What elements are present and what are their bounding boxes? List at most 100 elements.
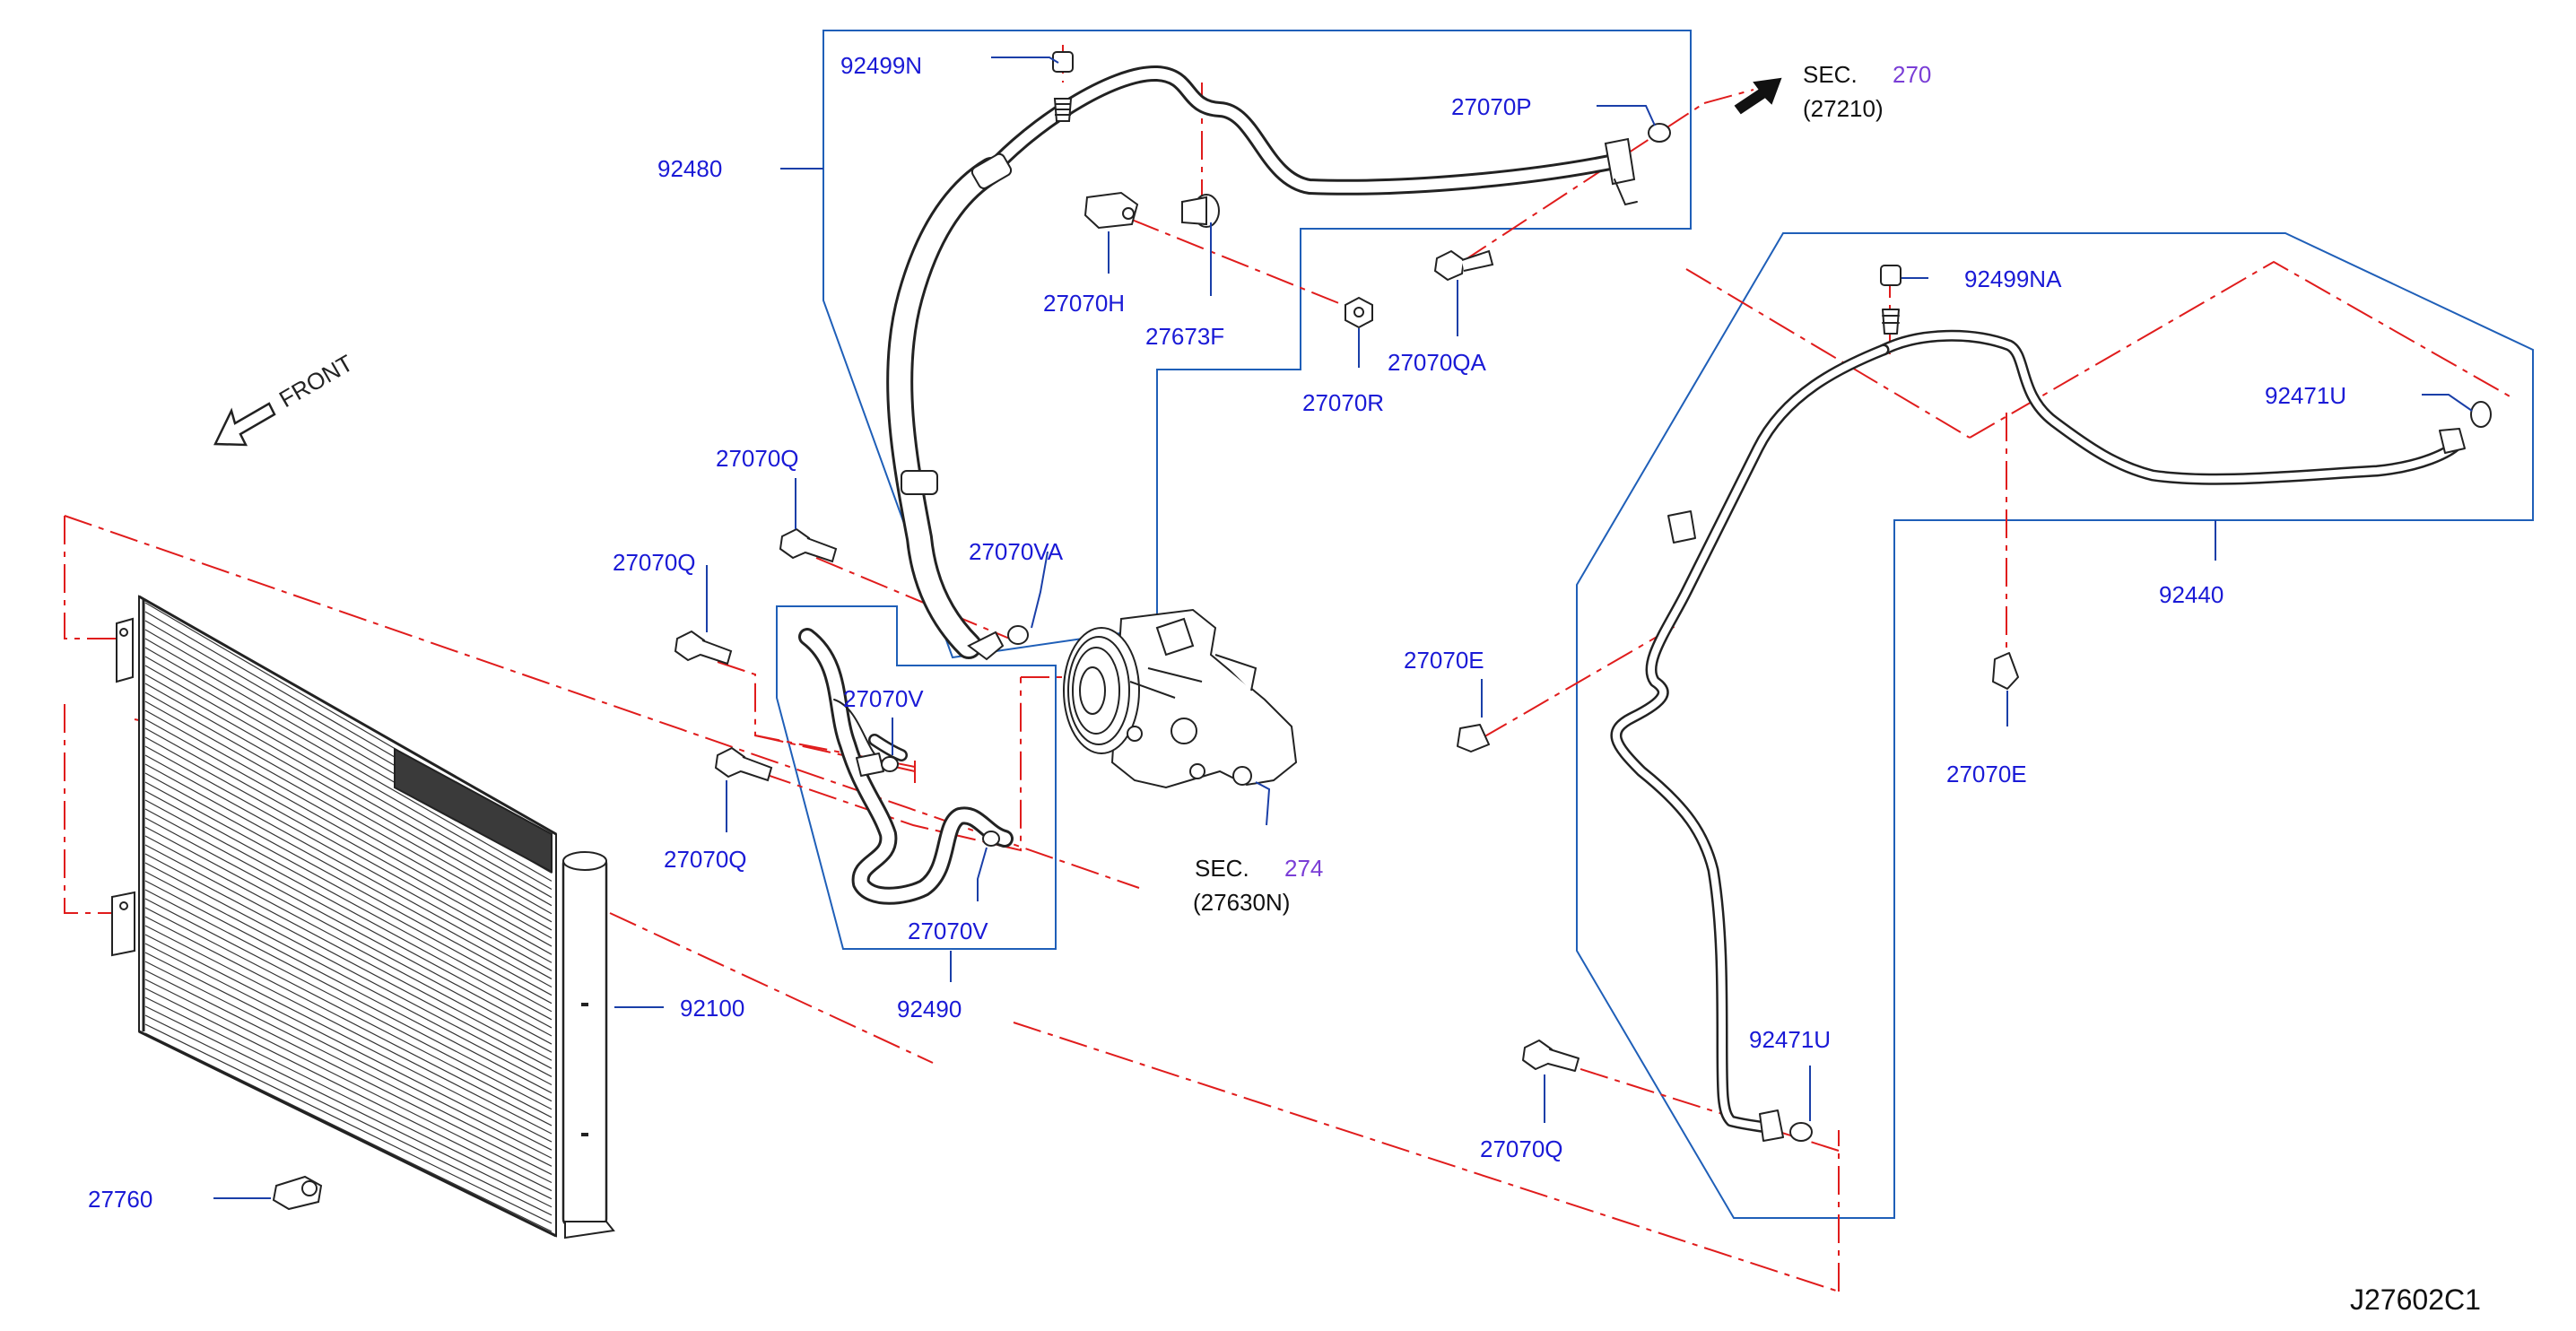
condenser-fin — [144, 808, 553, 1029]
condenser-fin — [144, 826, 553, 1045]
condenser-fin — [144, 871, 553, 1086]
label-92480[interactable]: 92480 — [657, 155, 722, 182]
condenser-fin — [144, 970, 553, 1175]
bolt-27070Q-4[interactable] — [1522, 1040, 1580, 1072]
valve-cap-92499NA[interactable] — [1880, 265, 1902, 286]
label-92471U-bottom[interactable]: 92471U — [1749, 1026, 1831, 1053]
condenser-fin — [144, 799, 553, 1021]
clip-27070E-right[interactable] — [1992, 652, 2019, 690]
o-ring-27673F[interactable] — [1181, 194, 1220, 228]
condenser-fin — [144, 727, 553, 955]
sec270-number[interactable]: 270 — [1893, 61, 1931, 88]
condenser-fin — [144, 1023, 553, 1224]
condenser-fin — [144, 647, 553, 882]
label-92471U-top[interactable]: 92471U — [2265, 382, 2346, 409]
condenser-fin — [144, 772, 553, 996]
condenser-fin — [144, 925, 553, 1135]
condenser-fin — [144, 880, 553, 1094]
label-27070Q-4[interactable]: 27070Q — [1480, 1135, 1563, 1162]
condenser-fin — [144, 736, 553, 963]
hose-92480[interactable] — [886, 65, 1638, 661]
condenser-fin — [144, 1005, 553, 1208]
bolt-27070QA[interactable] — [1433, 249, 1494, 282]
label-27070H[interactable]: 27070H — [1043, 290, 1125, 317]
bracket-lower — [111, 891, 135, 957]
section-ref-274[interactable]: SEC. 274 (27630N) — [1193, 855, 1323, 916]
label-27070Q-2[interactable]: 27070Q — [613, 549, 696, 576]
label-27760[interactable]: 27760 — [88, 1186, 152, 1213]
label-27070E-left[interactable]: 27070E — [1404, 647, 1484, 674]
bolt-27070Q-2[interactable] — [674, 630, 733, 666]
condenser-fin — [144, 996, 553, 1200]
condenser-fin — [144, 952, 553, 1159]
condenser-fin — [144, 862, 553, 1077]
condenser-fin — [144, 889, 553, 1102]
pipe-92440[interactable] — [1457, 265, 2492, 1142]
sec270-sub: (27210) — [1803, 95, 1884, 122]
sec274-number[interactable]: 274 — [1284, 855, 1323, 882]
bolt-27070Q-1[interactable] — [779, 527, 838, 563]
condenser-core — [138, 595, 557, 1238]
label-27070VA[interactable]: 27070VA — [969, 538, 1064, 565]
condenser-fin — [144, 898, 553, 1110]
compressor-sec274[interactable] — [1063, 608, 1298, 789]
sec274-sub: (27630N) — [1193, 889, 1290, 916]
o-ring-92471U-top[interactable] — [2470, 401, 2492, 428]
condenser-fin — [144, 790, 553, 1013]
o-ring-27070V-1[interactable] — [881, 756, 899, 772]
label-27070Q-3[interactable]: 27070Q — [664, 846, 747, 873]
label-27673F[interactable]: 27673F — [1145, 323, 1224, 350]
pipe-92440-outline — [1576, 232, 2534, 1219]
hardware-upper — [1052, 51, 1782, 329]
nut-27070R[interactable] — [1345, 296, 1373, 329]
o-ring-92471U-bottom[interactable] — [1789, 1122, 1813, 1142]
bolt-27070Q-3[interactable] — [714, 746, 773, 782]
front-label: FRONT — [274, 349, 358, 413]
label-27070Q-1[interactable]: 27070Q — [716, 445, 799, 472]
condenser-fin — [144, 979, 553, 1184]
condenser-fin — [144, 674, 553, 907]
label-27070V-2[interactable]: 27070V — [908, 918, 988, 944]
label-27070V-1[interactable]: 27070V — [843, 685, 924, 712]
front-indicator: FRONT — [213, 349, 358, 447]
section-ref-270[interactable]: SEC. 270 (27210) — [1803, 61, 1931, 122]
connector-27070H[interactable] — [1083, 191, 1139, 230]
clip-27070E-left[interactable] — [1457, 724, 1490, 752]
label-92499N[interactable]: 92499N — [840, 52, 922, 79]
condenser-fin — [144, 853, 553, 1069]
label-92499NA[interactable]: 92499NA — [1964, 265, 2062, 292]
sensor-27760[interactable] — [272, 1175, 323, 1211]
condenser-fin — [144, 943, 553, 1151]
condenser-92100[interactable] — [111, 595, 615, 1240]
condenser-fin — [144, 763, 553, 988]
sec270-arrow — [1734, 77, 1782, 115]
condenser-fin — [144, 1014, 553, 1216]
group-outlines — [776, 30, 2534, 1219]
condenser-mesh — [394, 747, 553, 874]
condenser-fin — [144, 916, 553, 1127]
condenser-fin — [144, 754, 553, 979]
o-ring-27070P[interactable] — [1648, 123, 1671, 143]
label-92490[interactable]: 92490 — [897, 996, 962, 1022]
label-92100[interactable]: 92100 — [680, 995, 744, 1022]
condenser-fin — [144, 683, 553, 915]
condenser-fin — [144, 817, 553, 1037]
valve-cap-92499N[interactable] — [1052, 51, 1074, 73]
label-27070R[interactable]: 27070R — [1302, 389, 1384, 416]
o-ring-27070V-2[interactable] — [982, 831, 1000, 847]
condenser-fin — [144, 709, 553, 939]
o-ring-27070VA[interactable] — [1007, 625, 1029, 645]
label-27070E-right[interactable]: 27070E — [1946, 761, 2027, 787]
condenser-fin — [144, 656, 553, 891]
hardware-middle — [674, 527, 1029, 847]
condenser-fin — [144, 835, 553, 1053]
sec270-prefix: SEC. — [1803, 61, 1858, 88]
condenser-fin — [144, 745, 553, 971]
condenser-fin — [144, 718, 553, 947]
label-27070QA[interactable]: 27070QA — [1388, 349, 1487, 376]
label-92440[interactable]: 92440 — [2159, 581, 2224, 608]
pipe-92490-outline — [776, 605, 1057, 950]
label-27070P[interactable]: 27070P — [1451, 93, 1532, 120]
part-labels: 92499N 92480 27070P 27070H 27673F 27070R… — [88, 52, 2346, 1213]
pipe-92490[interactable] — [798, 628, 1014, 905]
